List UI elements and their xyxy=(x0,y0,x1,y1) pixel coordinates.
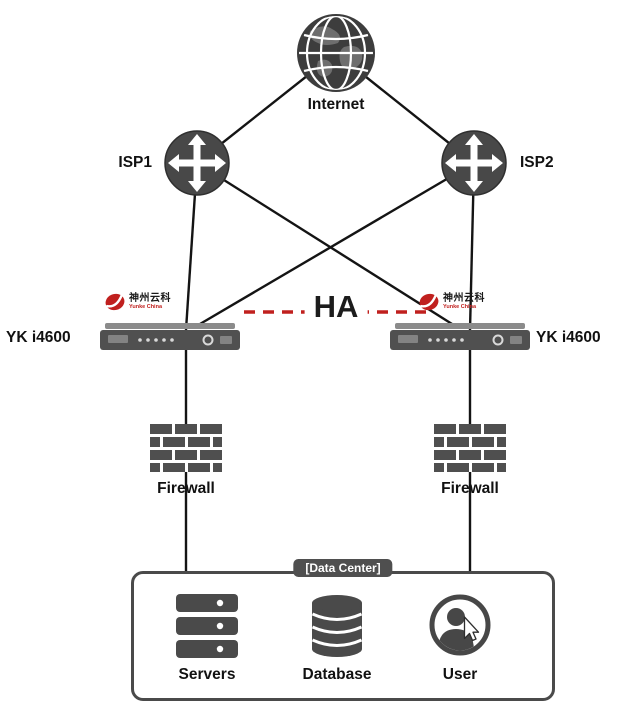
yk-i4600-appliance-left xyxy=(100,323,240,350)
user-icon xyxy=(429,594,491,656)
user-label: User xyxy=(442,666,478,683)
database-icon xyxy=(311,595,363,657)
yk-i4600-right-label: YK i4600 xyxy=(536,329,601,346)
internet-globe-icon xyxy=(297,14,375,92)
isp2-router-icon xyxy=(441,130,507,196)
firewall-left-label: Firewall xyxy=(157,480,215,497)
yunke-brand-text: 神州云科 Yunke China xyxy=(443,292,485,310)
isp1-label: ISP1 xyxy=(118,154,152,171)
data-center-badge: [Data Center] xyxy=(293,559,393,577)
database-label: Database xyxy=(302,666,372,683)
ha-label: HA xyxy=(304,290,368,324)
brand-name-en: Yunke China xyxy=(443,303,477,310)
firewall-right-label: Firewall xyxy=(441,480,499,497)
yunke-swirl-icon xyxy=(105,293,125,311)
isp1-router-icon xyxy=(164,130,230,196)
brand-name-en: Yunke China xyxy=(129,303,163,310)
servers-label: Servers xyxy=(178,666,236,683)
brand-name-cn: 神州云科 xyxy=(443,293,485,304)
internet-label: Internet xyxy=(307,96,365,113)
cursor-arrow-icon xyxy=(463,616,480,642)
yunke-logo-left: 神州云科 Yunke China xyxy=(104,292,171,312)
yunke-brand-text: 神州云科 Yunke China xyxy=(129,292,171,310)
firewall-icon-left xyxy=(150,424,222,472)
yk-i4600-left-label: YK i4600 xyxy=(6,329,71,346)
firewall-icon-right xyxy=(434,424,506,472)
yunke-logo-right: 神州云科 Yunke China xyxy=(418,292,485,312)
brand-name-cn: 神州云科 xyxy=(129,293,171,304)
yunke-swirl-icon xyxy=(419,293,439,311)
isp2-label: ISP2 xyxy=(520,154,554,171)
servers-icon xyxy=(176,594,238,658)
yk-i4600-appliance-right xyxy=(390,323,530,350)
